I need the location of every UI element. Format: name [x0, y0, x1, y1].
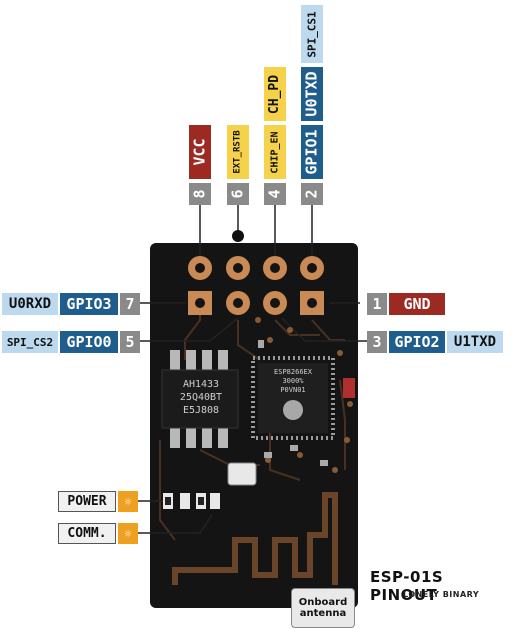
- diagram-title: ESP-01S PINOUT: [370, 568, 444, 604]
- pin1-number: 1: [367, 293, 387, 315]
- pin2-u0txd-label: U0TXD: [301, 67, 323, 121]
- pin6-ext-rstb-label: EXT_RSTB: [227, 125, 249, 179]
- pin7-u0rxd-label: U0RXD: [2, 293, 58, 315]
- pin6-number: 6: [227, 183, 249, 205]
- pin5-number: 5: [120, 331, 140, 353]
- pin4-chip-en-label: CHIP_EN: [264, 125, 286, 179]
- pin4-number: 4: [264, 183, 286, 205]
- antenna-callout: Onboard antenna: [291, 588, 355, 628]
- power-led-label: POWER: [58, 491, 116, 512]
- power-led-icon: ☼: [118, 491, 138, 512]
- pin1-gnd-label: GND: [389, 293, 445, 315]
- comm-led-icon: ☼: [118, 523, 138, 544]
- mcu-chip: [251, 356, 335, 440]
- flash-chip: [161, 350, 239, 448]
- antenna-line1: Onboard: [298, 597, 348, 608]
- pin6-marker: [232, 230, 244, 242]
- antenna-trace: [172, 492, 338, 585]
- pin7-number: 7: [120, 293, 140, 315]
- pin3-number: 3: [367, 331, 387, 353]
- pin8-number: 8: [189, 183, 211, 205]
- mcu-line2: 3000%: [282, 377, 304, 385]
- pin3-gpio2-label: GPIO2: [389, 331, 445, 353]
- antenna-line2: antenna: [299, 608, 347, 619]
- led-indicators: [163, 493, 220, 509]
- header-pads: [188, 256, 324, 315]
- flash-line3: E5J808: [182, 405, 220, 416]
- pin8-vcc-label: VCC: [189, 125, 211, 179]
- pin4-ch-pd-label: CH_PD: [264, 67, 286, 121]
- pin3-u1txd-label: U1TXD: [447, 331, 503, 353]
- comm-led-label: COMM.: [58, 523, 116, 544]
- pin2-number: 2: [301, 183, 323, 205]
- pin5-gpio0-label: GPIO0: [60, 331, 118, 353]
- vias: [255, 317, 353, 473]
- diagram-subtitle: LONELY BINARY: [403, 590, 480, 599]
- leader-lines: [138, 205, 367, 534]
- flash-line1: AH1433: [182, 379, 220, 390]
- mcu-line1: ESP8266EX: [274, 368, 312, 376]
- pin2-gpio1-label: GPIO1: [301, 125, 323, 179]
- flash-chip-marking: AH1433 25Q40BT E5J808: [166, 378, 236, 417]
- smd-components: [227, 340, 355, 486]
- pin7-gpio3-label: GPIO3: [60, 293, 118, 315]
- pin2-spi-cs1-label: SPI_CS1: [301, 5, 323, 63]
- flash-line2: 25Q40BT: [179, 392, 223, 403]
- mcu-marking: ESP8266EX 3000% P0VN01: [258, 368, 328, 395]
- mcu-line3: P0VN01: [280, 386, 306, 394]
- pin5-spi-cs2-label: SPI_CS2: [2, 331, 58, 353]
